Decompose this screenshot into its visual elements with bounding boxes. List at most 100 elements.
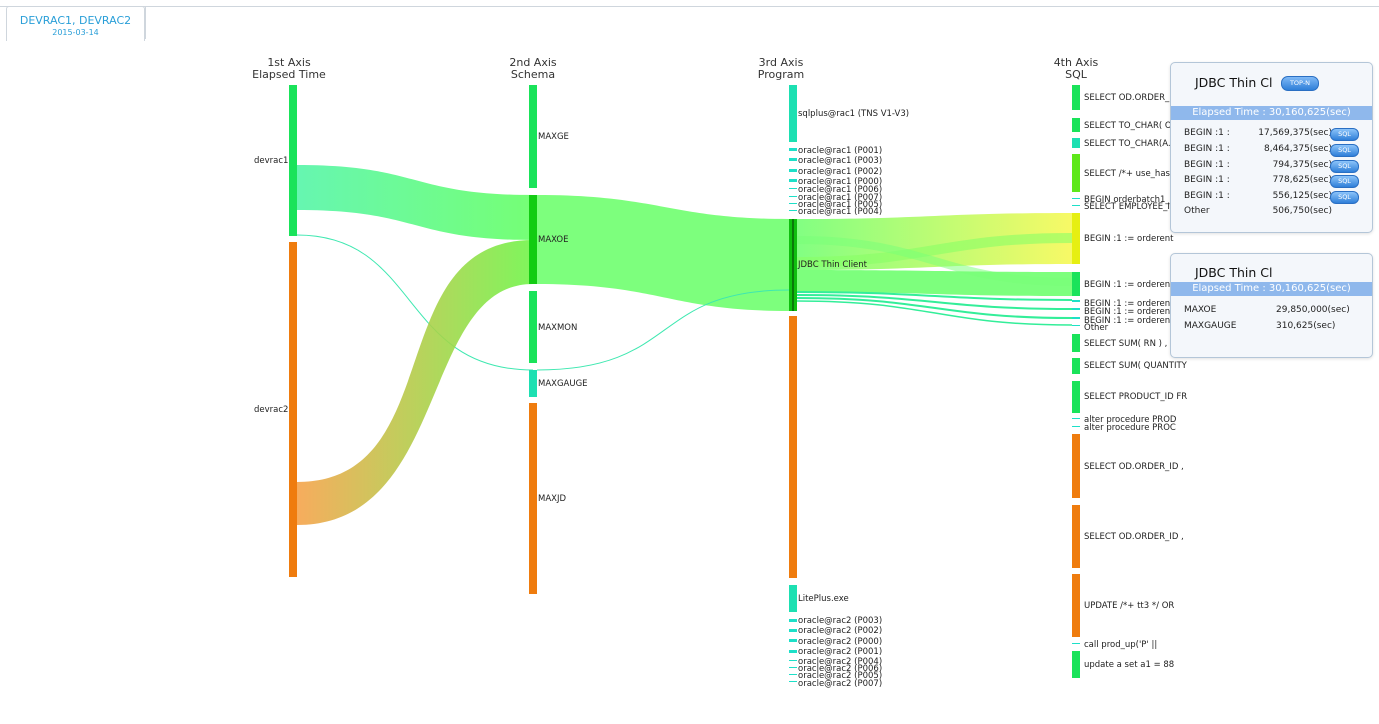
- panel1-row: BEGIN :1 : 8,464,375(sec) SQL: [1184, 144, 1372, 158]
- node-maxjd-program[interactable]: [789, 316, 797, 578]
- node-sql-6[interactable]: [1072, 205, 1080, 206]
- tooltip-panel-schema: JDBC Thin Cl Elapsed Time : 30,160,625(s…: [1170, 253, 1373, 358]
- node-sql-16[interactable]: [1072, 418, 1080, 419]
- node-rac2-p005[interactable]: [789, 674, 797, 675]
- axis2-title-line1: 2nd Axis: [509, 56, 557, 69]
- node-rac2-p007[interactable]: [789, 681, 797, 682]
- node-rac2-p006[interactable]: [789, 667, 797, 668]
- node-maxjd[interactable]: [529, 403, 537, 594]
- node-rac2-p002[interactable]: [789, 629, 797, 632]
- panel2-row: MAXGAUGE 310,625(sec): [1184, 321, 1354, 335]
- label-rac1-p007: oracle@rac1 (P007): [798, 193, 882, 203]
- panel1-row-value: 556,125(sec): [1272, 191, 1332, 201]
- panel1-title: JDBC Thin Cl: [1195, 75, 1273, 90]
- node-sql-other[interactable]: [1072, 325, 1080, 326]
- label-sql-10: BEGIN :1 := orderent: [1084, 307, 1174, 317]
- node-sql-4[interactable]: [1072, 154, 1080, 192]
- sql-button[interactable]: SQL: [1330, 144, 1359, 157]
- node-sql-14[interactable]: [1072, 358, 1080, 374]
- node-sql-13[interactable]: [1072, 334, 1080, 352]
- node-devrac2[interactable]: [289, 242, 297, 577]
- flow-jdbc-cross-2[interactable]: [796, 236, 1073, 286]
- label-rac1-p003: oracle@rac1 (P003): [798, 156, 882, 166]
- label-sql-21: call prod_up('P' ||: [1084, 640, 1157, 650]
- label-devrac2: devrac2: [254, 405, 288, 415]
- node-rac1-p007[interactable]: [789, 196, 797, 197]
- node-sql-11[interactable]: [1072, 317, 1080, 319]
- panel1-row-label: Other: [1184, 206, 1210, 216]
- node-sql-20[interactable]: [1072, 574, 1080, 637]
- node-sql-7[interactable]: [1072, 213, 1080, 264]
- flow-jdbc-orderent-3[interactable]: [796, 291, 1073, 301]
- node-rac2-p000[interactable]: [789, 639, 797, 642]
- node-sql-18[interactable]: [1072, 434, 1080, 498]
- axis1-title-line1: 1st Axis: [267, 56, 311, 69]
- label-sql-6: SELECT EMPLOYEE_ID: [1084, 202, 1177, 212]
- node-rac1-p002[interactable]: [789, 169, 797, 172]
- sql-button[interactable]: SQL: [1330, 191, 1359, 204]
- flow-maxgauge-jdbc[interactable]: [536, 289, 790, 371]
- axis2-title-line2: Schema: [511, 68, 555, 81]
- label-sql-13: SELECT SUM( RN ) , M: [1084, 339, 1177, 349]
- node-sql-1[interactable]: [1072, 85, 1080, 110]
- node-sql-8[interactable]: [1072, 272, 1080, 296]
- label-liteplus: LitePlus.exe: [798, 594, 849, 604]
- node-maxoe[interactable]: [529, 195, 537, 284]
- panel1-row: BEGIN :1 : 778,625(sec) SQL: [1184, 175, 1372, 189]
- label-sql-16: alter procedure PROD: [1084, 415, 1177, 425]
- node-sql-5[interactable]: [1072, 198, 1080, 199]
- flow-jdbc-other[interactable]: [796, 300, 1073, 326]
- tab-title: DEVRAC1, DEVRAC2: [19, 14, 132, 27]
- topn-button[interactable]: TOP-N: [1281, 76, 1319, 91]
- panel1-row-value: 778,625(sec): [1272, 175, 1332, 185]
- label-sql-17: alter procedure PROC: [1084, 423, 1176, 433]
- sql-button[interactable]: SQL: [1330, 175, 1359, 188]
- flow-jdbc-orderent-4[interactable]: [796, 294, 1073, 310]
- node-maxmon[interactable]: [529, 291, 537, 363]
- node-rac1-p004[interactable]: [789, 210, 797, 211]
- tab-devrac[interactable]: DEVRAC1, DEVRAC2 2015-03-14: [6, 6, 145, 41]
- panel2-row-value: 310,625(sec): [1276, 321, 1336, 331]
- node-devrac1[interactable]: [289, 85, 297, 236]
- node-maxge[interactable]: [529, 85, 537, 188]
- label-maxoe: MAXOE: [538, 235, 569, 245]
- sql-button[interactable]: SQL: [1330, 160, 1359, 173]
- node-liteplus[interactable]: [789, 585, 797, 612]
- node-sql-15[interactable]: [1072, 381, 1080, 413]
- node-sql-10[interactable]: [1072, 308, 1080, 310]
- label-sql-3: SELECT TO_CHAR(A.OR: [1084, 139, 1183, 149]
- flow-devrac1-maxoe[interactable]: [297, 165, 533, 240]
- node-sql-19[interactable]: [1072, 505, 1080, 568]
- node-sql-2[interactable]: [1072, 118, 1080, 132]
- label-sql-14: SELECT SUM( QUANTITY: [1084, 361, 1188, 371]
- node-sql-17[interactable]: [1072, 426, 1080, 427]
- flow-jdbc-orderent-5[interactable]: [796, 297, 1073, 319]
- label-maxmon: MAXMON: [538, 323, 577, 333]
- node-rac1-p000[interactable]: [789, 179, 797, 182]
- node-rac2-p004[interactable]: [789, 660, 797, 661]
- panel1-elapsed-band: Elapsed Time : 30,160,625(sec): [1171, 106, 1372, 120]
- node-maxgauge[interactable]: [529, 370, 537, 397]
- node-rac1-p005[interactable]: [789, 203, 797, 204]
- panel1-row: BEGIN :1 : 556,125(sec) SQL: [1184, 191, 1372, 205]
- node-sqlplus-rac1[interactable]: [789, 85, 797, 142]
- node-rac2-p001[interactable]: [789, 650, 797, 653]
- node-rac1-p001[interactable]: [789, 148, 797, 151]
- flow-devrac2-maxoe[interactable]: [297, 240, 533, 525]
- flow-jdbc-cross-1[interactable]: [796, 233, 1073, 267]
- node-rac1-p006[interactable]: [789, 188, 797, 189]
- node-sql-21[interactable]: [1072, 643, 1080, 644]
- node-jdbc-highlight: [792, 219, 794, 311]
- flow-maxoe-jdbc[interactable]: [537, 195, 789, 311]
- node-sql-9[interactable]: [1072, 300, 1080, 302]
- label-rac1-p006: oracle@rac1 (P006): [798, 185, 882, 195]
- node-sql-3[interactable]: [1072, 138, 1080, 148]
- flow-devrac1-maxgauge[interactable]: [296, 234, 534, 371]
- sql-button[interactable]: SQL: [1330, 128, 1359, 141]
- node-rac1-p003[interactable]: [789, 158, 797, 161]
- label-sql-19: SELECT OD.ORDER_ID ,: [1084, 532, 1184, 542]
- label-rac2-p001: oracle@rac2 (P001): [798, 647, 882, 657]
- axis1-title-line2: Elapsed Time: [252, 68, 326, 81]
- node-sql-22[interactable]: [1072, 651, 1080, 678]
- node-rac2-p003[interactable]: [789, 619, 797, 622]
